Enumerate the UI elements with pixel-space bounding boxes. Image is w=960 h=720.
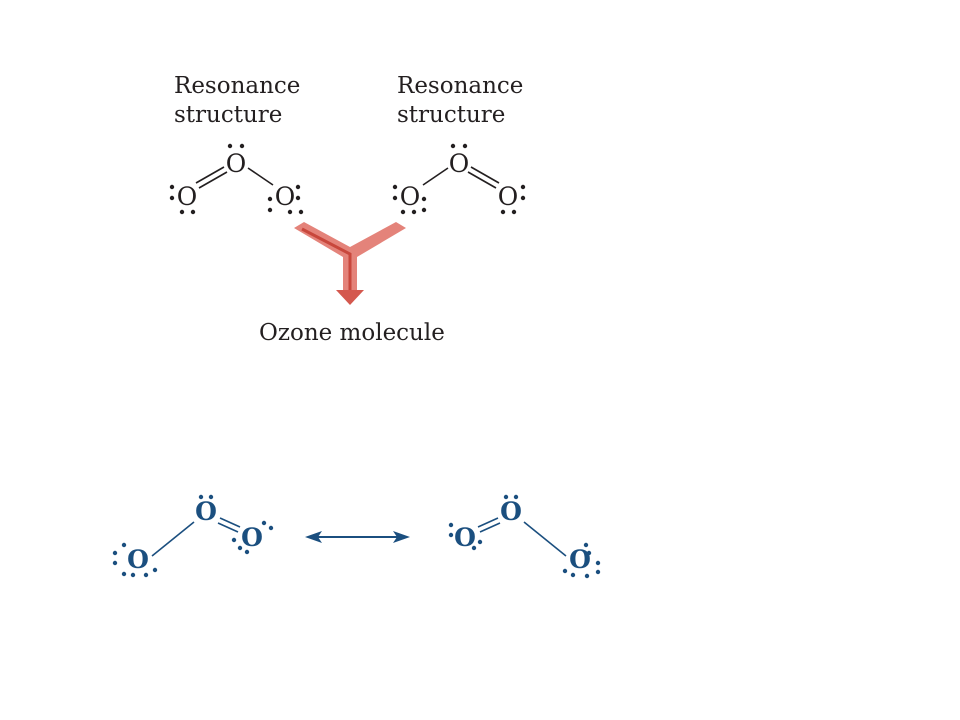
lone-pair-dots [169,143,304,215]
merge-arrow [294,222,406,305]
atom-o-center: O [500,497,522,526]
right-resonance-caption: Resonance structure [397,72,557,130]
atom-o-center: O [195,497,217,526]
right-caption-line-1: Resonance [397,73,524,99]
atom-o-left: O [454,523,476,552]
single-bond [151,521,195,557]
double-headed-arrow-icon [305,531,410,543]
left-caption-line-2: structure [174,102,283,128]
atom-o-center: O [449,149,470,178]
atom-o-right: O [241,523,263,552]
atom-o-right: O [498,182,519,211]
right-caption-line-2: structure [397,102,506,128]
double-bond [467,166,500,189]
ozone-molecule-label: Ozone molecule [259,320,445,346]
lone-pair-dots [392,143,526,215]
top-right-resonance-structure: O O O [392,143,526,215]
atom-o-left: O [177,182,198,211]
top-left-resonance-structure: O O O [169,143,304,215]
lone-pair-dots [112,494,274,578]
double-bond [217,517,241,533]
atom-o-left: O [400,182,421,211]
single-bond [523,521,567,557]
lone-pair-dots [448,494,601,579]
atom-o-left: O [127,545,149,574]
double-bond [477,517,501,533]
atom-o-right: O [275,182,296,211]
left-resonance-caption: Resonance structure [174,72,334,130]
double-bond [195,166,228,189]
bottom-right-resonance-structure: O O O [448,494,601,579]
atom-o-right: O [569,545,591,574]
left-caption-line-1: Resonance [174,73,301,99]
single-bond [422,167,449,186]
bottom-left-resonance-structure: O O O [112,494,274,578]
atom-o-center: O [226,149,247,178]
single-bond [247,167,274,186]
